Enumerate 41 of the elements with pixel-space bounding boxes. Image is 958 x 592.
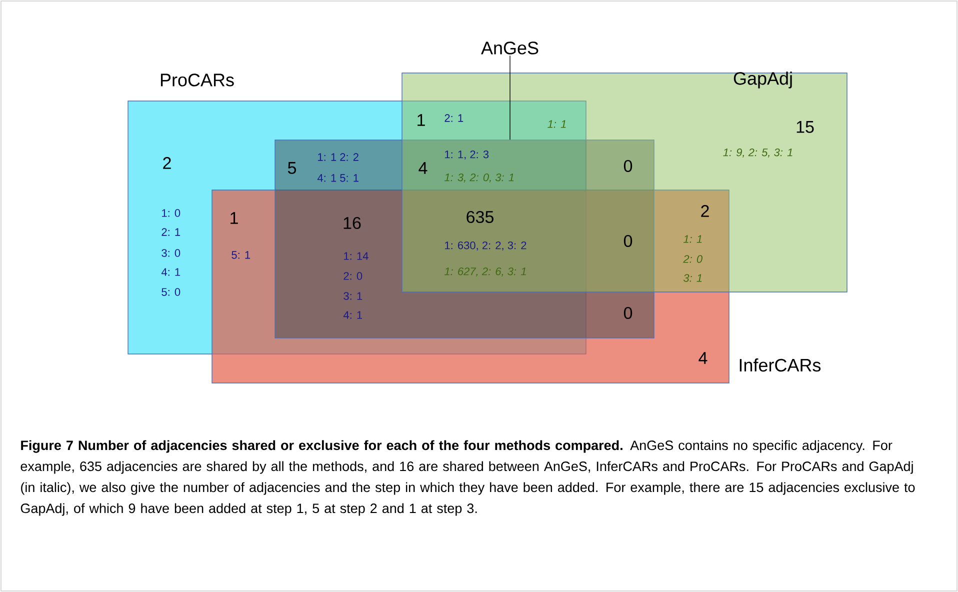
count-label: 5 <box>288 162 296 174</box>
step-count: 1: 1 <box>684 235 702 243</box>
step-count: 2: 1 <box>444 114 464 122</box>
step-count: 1: 0 <box>162 209 180 217</box>
step-count: 2: 0 <box>344 272 362 280</box>
step-count: 3: 0 <box>162 249 180 257</box>
count-label: 2 <box>701 205 709 217</box>
count-label: 1 <box>230 212 238 224</box>
count-label: 4 <box>698 352 708 364</box>
count-label: 635 <box>466 210 494 224</box>
step-count: 4: 1 <box>161 268 180 276</box>
count-label: 16 <box>344 216 361 230</box>
step-count: 2: 1 <box>162 228 180 236</box>
step-count: 2: 0 <box>683 255 702 263</box>
count-label: 1 <box>418 114 425 126</box>
figure-caption: Figure 7 Number of adjacencies shared or exclusive for each of the four methods compared. AnGeS contains no specific adjacency. For example, 635 adjacencies are shared by all the methods, and 16 are shared between AnGeS, InferCARs and ProCARs. For ProCARs and GapAdj (in italic), we also give the number of adjacencies and the step in which they have been added. For example, there are 15 adjacencies exclusive to GapAdj, of which 9 have been added at step 1, 5 at step 2 and 1 at step 3. <box>20 440 915 516</box>
count-label: 0 <box>624 160 632 172</box>
step-count: 1: 1, 2: 3 <box>445 150 489 160</box>
step-count: 1: 1 <box>548 120 566 128</box>
count-label: 4 <box>418 162 428 174</box>
set-name: InferCARs <box>740 358 821 372</box>
step-count: 3: 1 <box>344 292 362 300</box>
count-label: 0 <box>624 234 632 248</box>
step-count: 4: 1 <box>343 311 362 319</box>
step-count: 1: 627, 2: 6, 3: 1 <box>444 267 526 277</box>
set-name: ProCARs <box>160 74 234 86</box>
set-name: GapAdj <box>734 72 792 88</box>
step-count: 3: 1 <box>683 274 702 282</box>
step-count: 1: 1 2: 2 <box>318 153 358 161</box>
step-count: 5: 0 <box>162 288 180 296</box>
count-label: 15 <box>796 121 814 133</box>
set-rectangle <box>274 140 654 338</box>
step-count: 4: 1 5: 1 <box>317 174 358 182</box>
step-count: 1: 3, 2: 0, 3: 1 <box>444 173 514 183</box>
step-count: 5: 1 <box>232 251 250 259</box>
count-label: 0 <box>624 306 632 320</box>
step-count: 1: 630, 2: 2, 3: 2 <box>445 241 526 251</box>
step-count: 1: 9, 2: 5, 3: 1 <box>723 148 792 158</box>
step-count: 1: 14 <box>344 252 368 260</box>
count-label: 2 <box>163 157 171 169</box>
set-name: AnGeS <box>481 42 538 54</box>
